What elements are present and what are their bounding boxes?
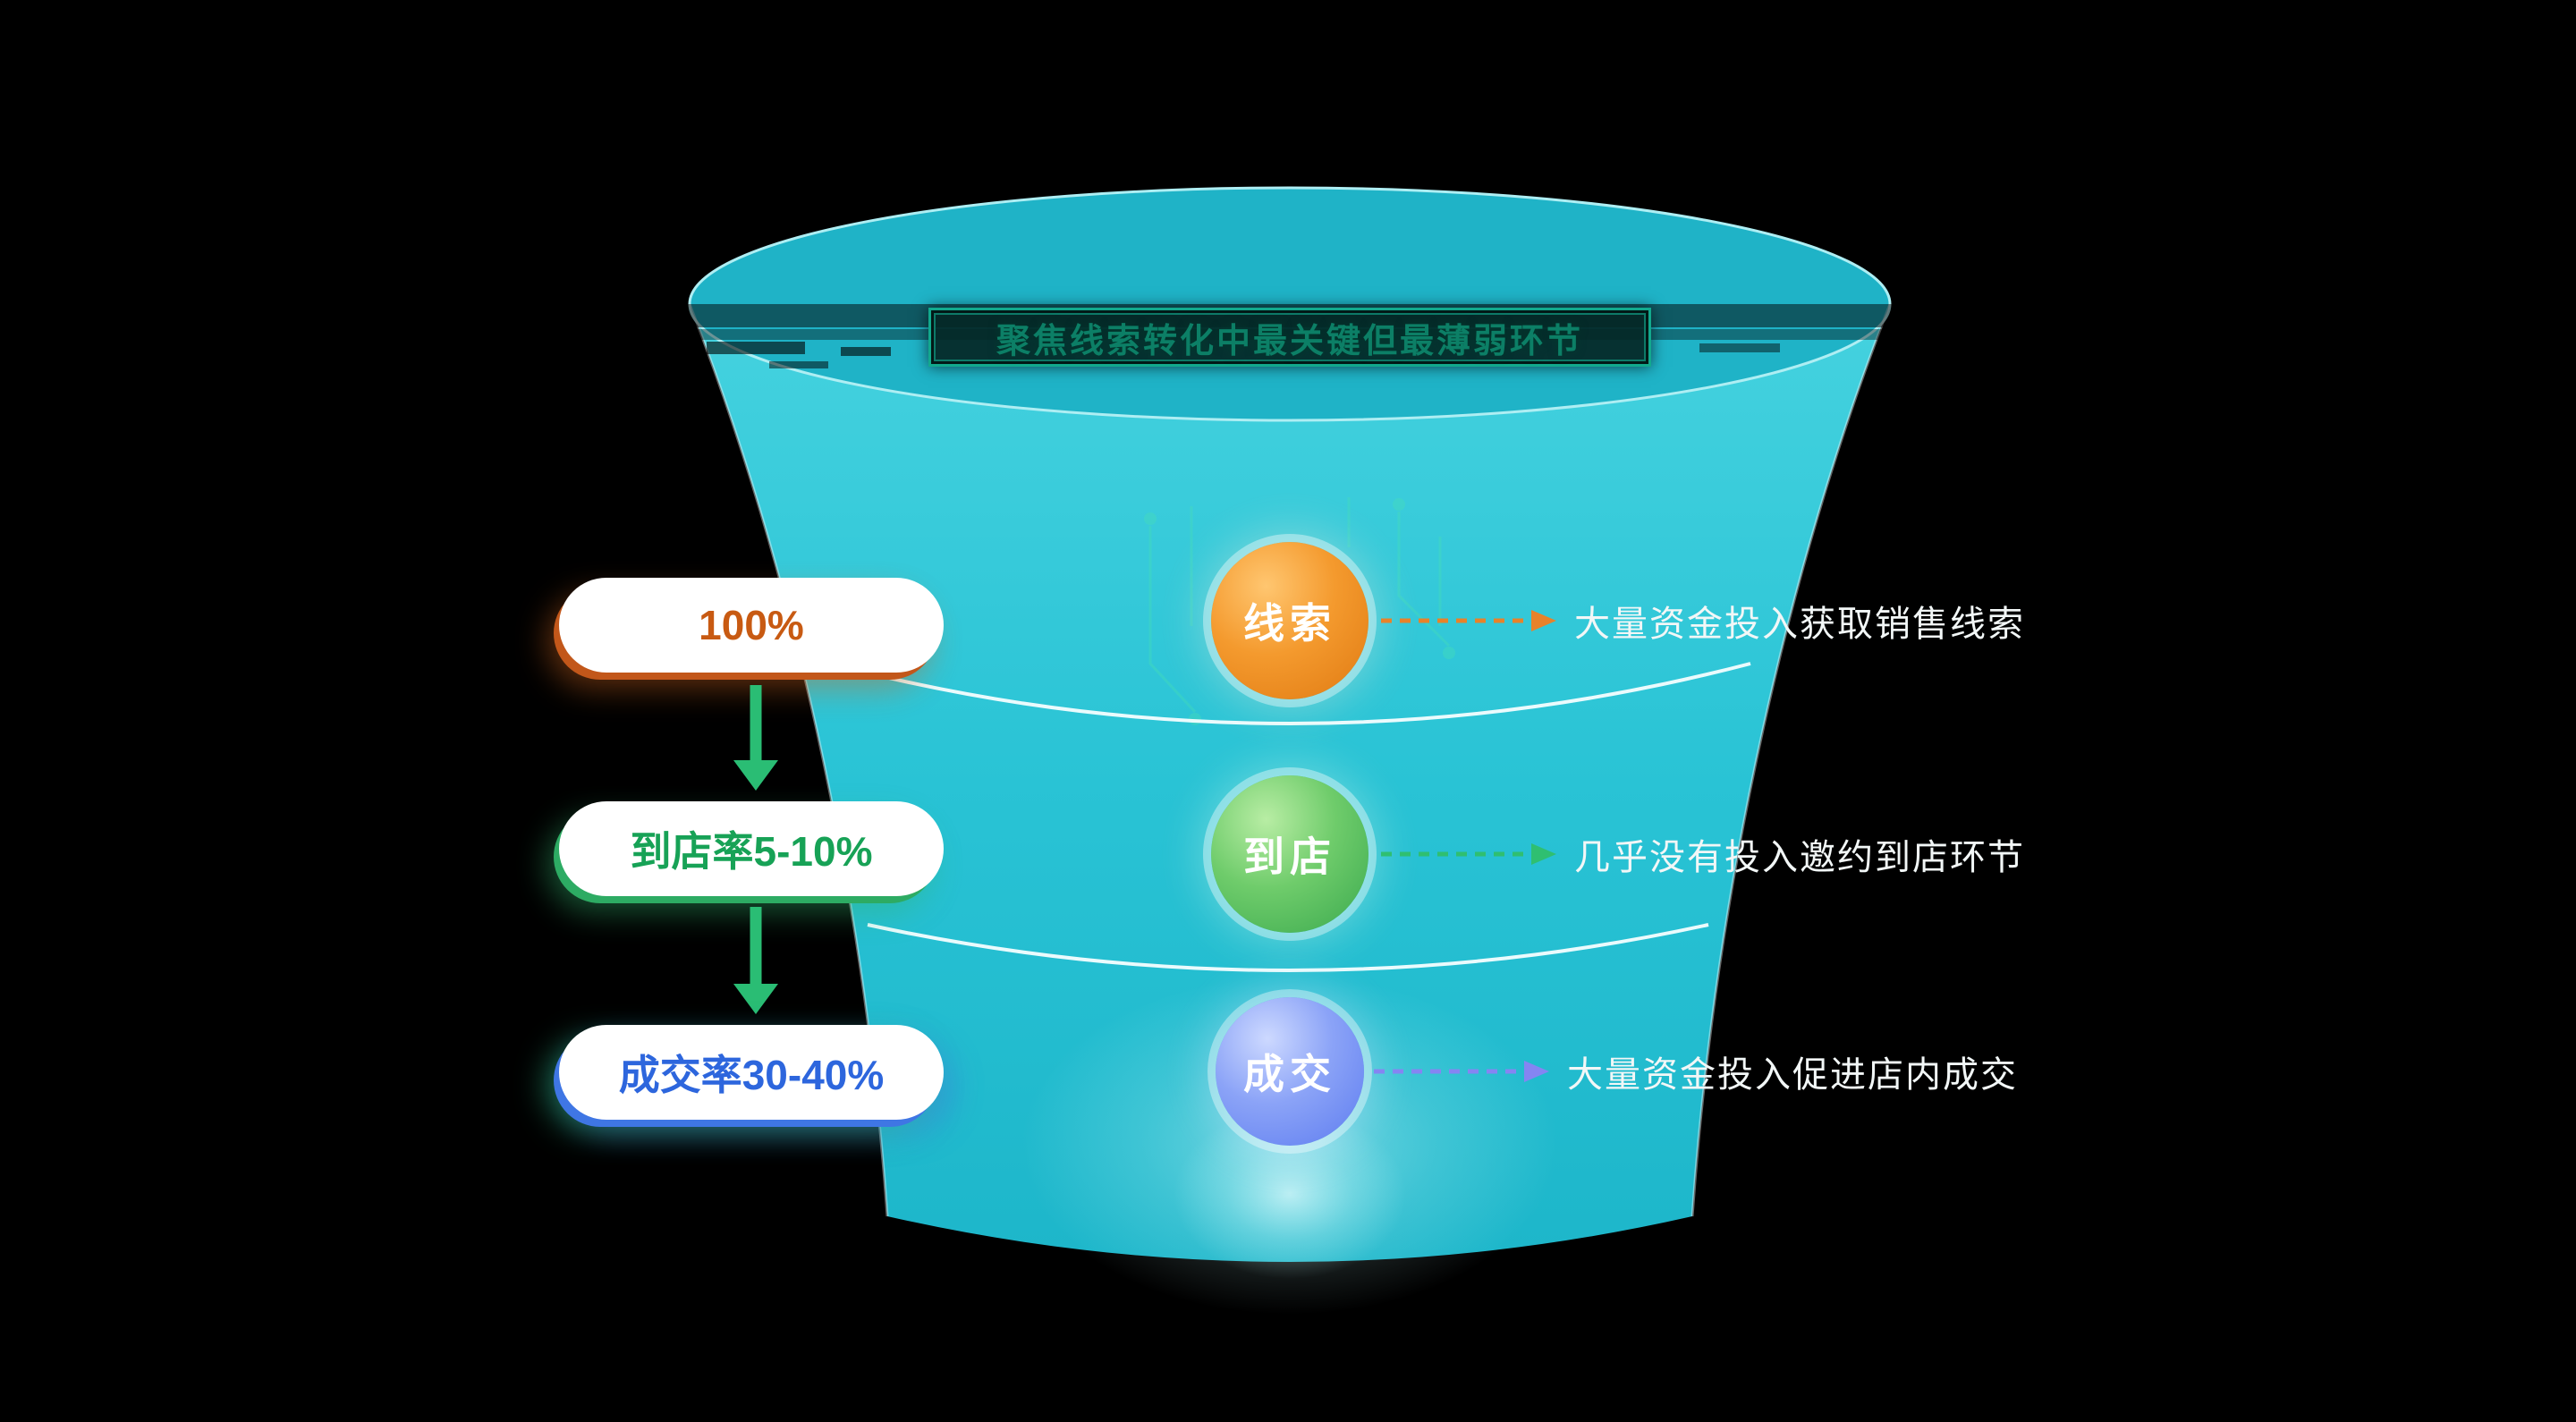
annotation-visit-text: 几乎没有投入邀约到店环节 xyxy=(1574,838,2025,877)
dashed-arrow-icon xyxy=(1374,1061,1549,1082)
annotation-leads-text: 大量资金投入获取销售线索 xyxy=(1574,605,2025,644)
funnel-node-deal: 成交 xyxy=(1216,997,1364,1146)
bottom-glow-core xyxy=(1174,1109,1406,1279)
annotation-leads: 大量资金投入获取销售线索 xyxy=(1381,594,2025,648)
funnel-node-leads-label: 线索 xyxy=(1243,600,1336,647)
funnel-node-deal-label: 成交 xyxy=(1243,1051,1336,1097)
separator-line-2 xyxy=(867,923,1709,972)
rate-pill-visit: 到店率5-10% xyxy=(559,801,944,896)
funnel-node-visit: 到店 xyxy=(1211,775,1368,933)
down-arrow-icon xyxy=(733,685,778,791)
annotation-visit: 几乎没有投入邀约到店环节 xyxy=(1381,827,2025,881)
dashed-arrow-icon xyxy=(1381,843,1556,865)
rate-pill-deal: 成交率30-40% xyxy=(559,1025,944,1120)
separator-line-1 xyxy=(829,662,1751,725)
funnel-node-leads: 线索 xyxy=(1211,542,1368,699)
funnel-edge-highlight-right xyxy=(1690,303,1892,1217)
annotation-deal: 大量资金投入促进店内成交 xyxy=(1374,1045,2018,1098)
title-banner-text: 聚焦线索转化中最关键但最薄弱环节 xyxy=(996,322,1583,360)
annotation-deal-text: 大量资金投入促进店内成交 xyxy=(1567,1055,2018,1095)
rate-pill-visit-label: 到店率5-10% xyxy=(630,828,873,875)
rate-pill-leads-label: 100% xyxy=(699,602,804,648)
dashed-arrow-icon xyxy=(1381,610,1556,631)
rate-pill-deal-label: 成交率30-40% xyxy=(618,1052,885,1098)
title-banner: 聚焦线索转化中最关键但最薄弱环节 xyxy=(928,308,1651,367)
circuit-traces xyxy=(1144,497,1455,725)
funnel-node-visit-label: 到店 xyxy=(1243,834,1336,880)
down-arrow-icon xyxy=(733,907,778,1014)
rate-pill-leads: 100% xyxy=(559,578,944,673)
